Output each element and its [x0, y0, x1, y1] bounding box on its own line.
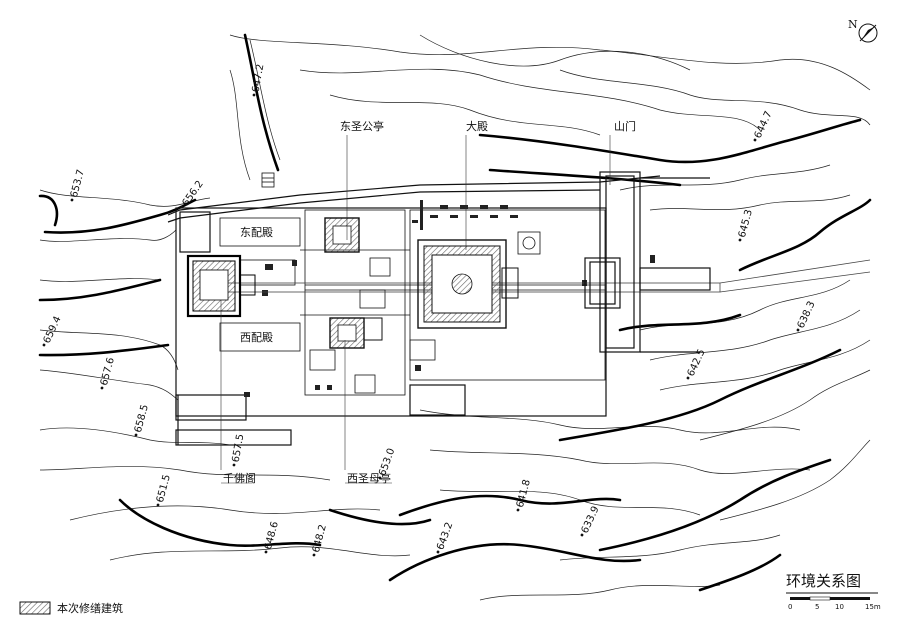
site-wall: [167, 175, 661, 446]
elevation-633-9: 633.9: [580, 505, 602, 536]
central-axis-path: [209, 259, 871, 293]
dongsheng-pavilion: [324, 217, 360, 253]
shanmen-gate: [584, 171, 711, 353]
elevation-657-5: 657.5: [231, 433, 247, 463]
label-shanmen: 山门: [614, 119, 636, 133]
elevation-653-7: 653.7: [69, 168, 87, 199]
scale-bar: 0 5 10 15m: [788, 596, 881, 611]
map-title-block: 环境关系图: [786, 572, 878, 594]
dadian-hall: [417, 239, 519, 329]
label-dongsheng-gongting: 东圣公亭: [340, 119, 384, 133]
elevation-647-2: 647.2: [251, 63, 267, 93]
scale-tick-10: 10: [835, 603, 844, 611]
contour-lines: [39, 34, 871, 601]
scale-tick-5: 5: [815, 603, 819, 611]
qianfoge-building: [186, 254, 256, 318]
elevation-658-5: 658.5: [133, 403, 151, 434]
label-dadian: 大殿: [466, 119, 488, 133]
stair-steps: [261, 172, 275, 188]
elevation-648-2: 648.2: [311, 523, 329, 554]
label-qianfoge: 千佛阁: [223, 471, 256, 485]
elevation-638-3: 638.3: [796, 300, 818, 331]
building-labels: 东圣公亭 大殿 山门 东配殿 西配殿 千佛阁 西圣母亭: [223, 119, 636, 485]
elevation-648-6: 648.6: [263, 520, 281, 551]
elevation-645-3: 645.3: [737, 208, 755, 239]
elevation-644-7: 644.7: [753, 110, 775, 141]
north-label: N: [848, 18, 858, 31]
elevation-656-2: 656.2: [180, 179, 205, 209]
elevation-641-8: 641.8: [515, 478, 533, 509]
map-title: 环境关系图: [786, 572, 861, 590]
elevation-659-4: 659.4: [42, 315, 64, 346]
elevation-651-5: 651.5: [155, 473, 173, 504]
courtyard-grid: [219, 209, 606, 396]
scale-tick-0: 0: [788, 603, 792, 611]
label-dongpeidian: 东配殿: [240, 226, 273, 239]
label-xishengmuting: 西圣母亭: [347, 471, 391, 485]
elevation-657-6: 657.6: [99, 356, 117, 387]
north-arrow: N: [848, 18, 878, 43]
legend: 本次修缮建筑: [19, 601, 123, 615]
elevation-653-0: 653.0: [377, 447, 397, 478]
legend-label: 本次修缮建筑: [57, 601, 123, 615]
index-contours: [38, 33, 872, 592]
scale-tick-15m: 15m: [865, 603, 881, 611]
elevation-643-2: 643.2: [435, 521, 455, 552]
label-leaders: [220, 135, 611, 484]
label-xipeidian: 西配殿: [240, 331, 273, 344]
xishengmu-pavilion: [329, 317, 383, 349]
